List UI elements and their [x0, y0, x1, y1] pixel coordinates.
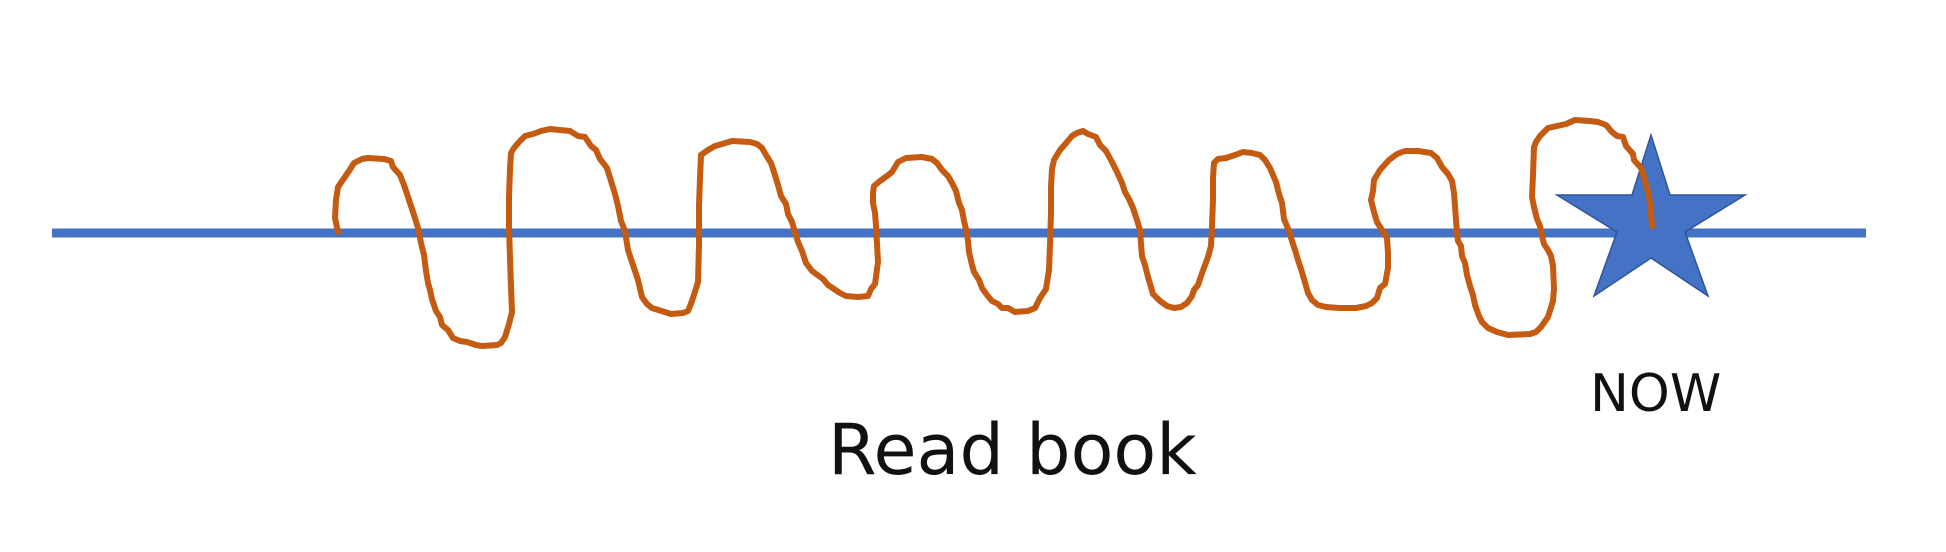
progress-path — [332, 117, 1655, 349]
now-label: NOW — [1590, 364, 1722, 424]
read-book-label: Read book — [828, 409, 1197, 491]
